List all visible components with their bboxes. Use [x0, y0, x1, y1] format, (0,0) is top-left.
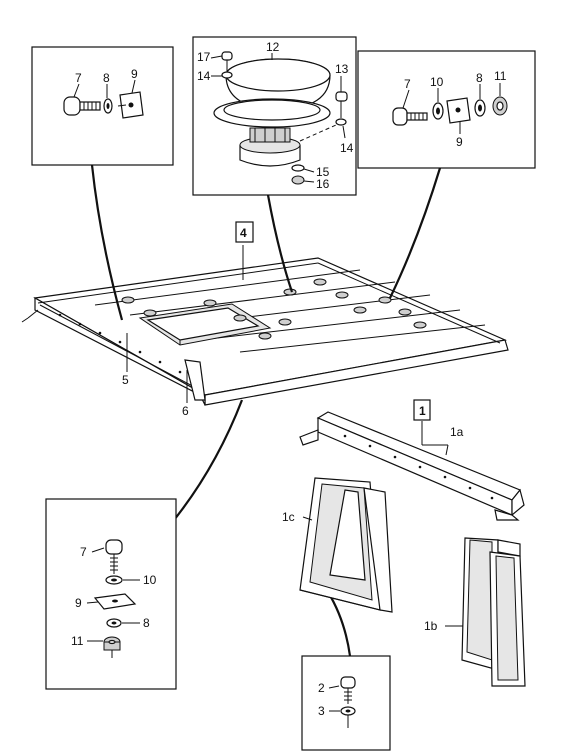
side-panel-1c	[299, 477, 393, 613]
callout-17: 17	[197, 50, 211, 64]
connector-vent	[266, 194, 294, 293]
group-box-1	[413, 399, 431, 421]
callout-8: 8	[103, 71, 110, 85]
callout-7-bottom: 7	[80, 545, 87, 559]
callout-13: 13	[335, 62, 349, 76]
callout-8-right: 8	[476, 71, 483, 85]
side-panel-1b	[445, 537, 526, 687]
side-rail-1a	[299, 411, 525, 521]
callout-7-right: 7	[404, 77, 411, 91]
callout-6: 6	[182, 404, 189, 418]
callout-1a: 1a	[450, 425, 464, 439]
callout-12: 12	[266, 40, 280, 54]
group-label-roof-assembly: 4	[240, 226, 247, 240]
inset-bottom-center-fasteners	[301, 655, 391, 751]
connector-right	[389, 167, 442, 299]
callout-3: 3	[318, 704, 325, 718]
connector-left	[90, 164, 124, 321]
callout-1b: 1b	[424, 619, 438, 633]
callout-9: 9	[131, 67, 138, 81]
roof-panel	[21, 257, 509, 406]
callout-15: 15	[316, 165, 330, 179]
callout-7: 7	[75, 71, 82, 85]
callout-5: 5	[122, 373, 129, 387]
connector-bottom-left	[169, 399, 244, 526]
inset-roof-vent	[192, 36, 357, 196]
group-box-4	[235, 221, 254, 243]
callout-8-bottom: 8	[143, 616, 150, 630]
callout-2: 2	[318, 681, 325, 695]
inset-left-fasteners	[31, 46, 174, 166]
callout-14-left: 14	[197, 69, 211, 83]
callout-10-right: 10	[430, 75, 444, 89]
callout-14-right: 14	[340, 141, 354, 155]
group-label-side-parts: 1	[419, 404, 426, 418]
callout-10-bottom: 10	[143, 573, 157, 587]
callout-9-bottom: 9	[75, 596, 82, 610]
callout-11-bottom: 11	[71, 634, 84, 648]
callout-1c: 1c	[282, 510, 295, 524]
inset-right-fasteners	[357, 50, 536, 169]
callout-16: 16	[316, 177, 330, 191]
callout-11-right: 11	[494, 69, 507, 83]
callout-9-right: 9	[456, 135, 463, 149]
inset-bottom-left-fasteners	[45, 498, 177, 690]
